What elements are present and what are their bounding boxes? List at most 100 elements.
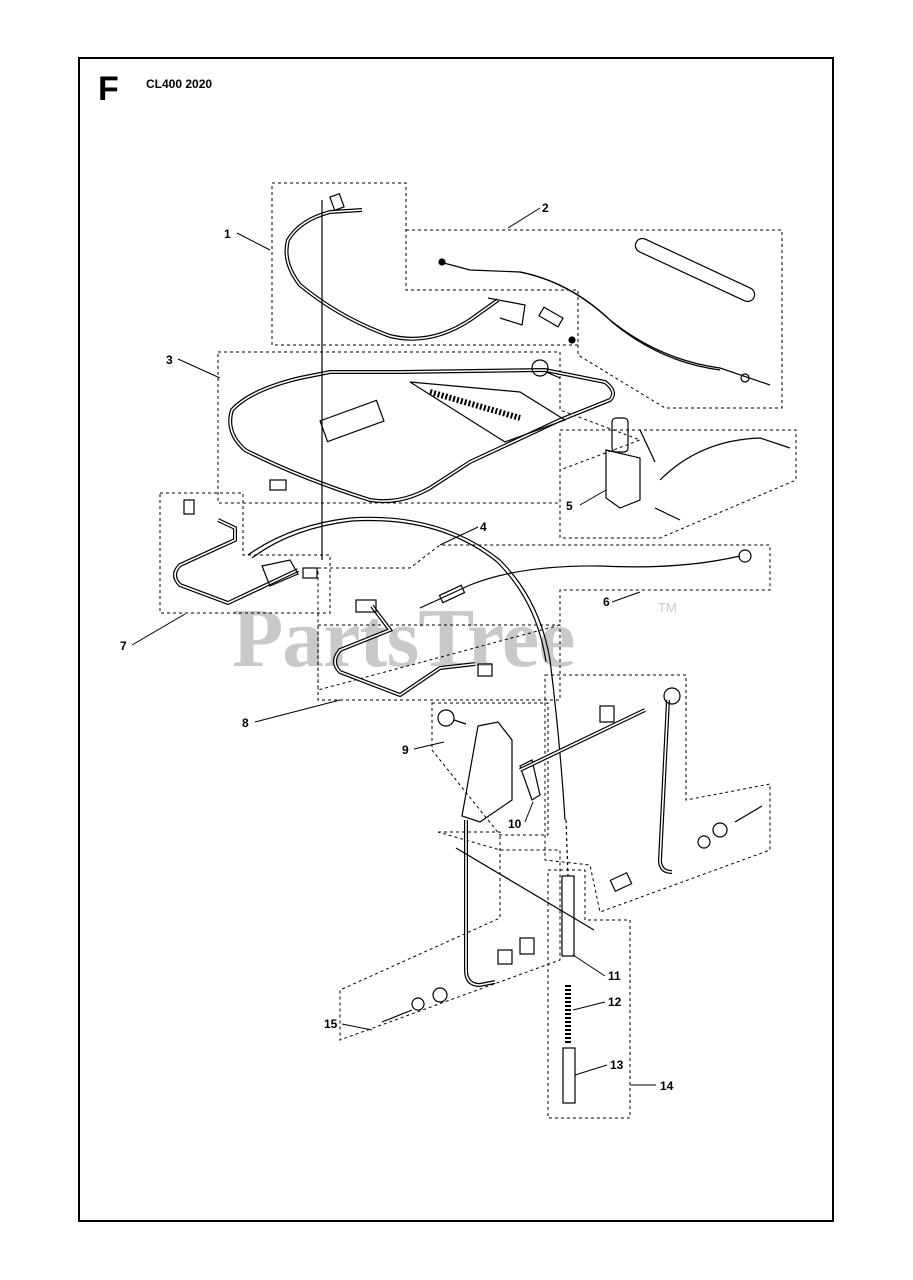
leader-11 (572, 954, 606, 977)
grip-cap-7 (183, 499, 195, 515)
callout-3: 3 (166, 353, 173, 367)
bail-handle-1-inner (285, 209, 499, 340)
leader-1 (236, 232, 271, 251)
group-box-4 (317, 544, 771, 691)
washer-15-1 (411, 997, 425, 1011)
knob-9 (437, 709, 455, 727)
callout-6: 6 (603, 595, 610, 609)
callout-12: 12 (608, 995, 622, 1009)
cable-2 (439, 261, 771, 386)
bail-handle-1 (284, 208, 500, 341)
screw-5 (654, 507, 681, 521)
cable-drop (565, 819, 569, 877)
bolt-right (734, 805, 763, 823)
callout-15: 15 (324, 1017, 338, 1031)
leader-4 (439, 526, 479, 546)
control-lever-5 (611, 417, 629, 453)
cable-5 (659, 437, 791, 481)
bail-handle-7-inner (174, 519, 299, 604)
group-box-8 (317, 624, 561, 701)
grip-cap-1 (329, 192, 345, 212)
group-box-right (544, 674, 771, 913)
lower-frame-crossbar-inner (519, 709, 646, 771)
leader-8 (254, 699, 341, 723)
spiral-sleeve (634, 237, 756, 303)
handle-frame-3-inner (229, 369, 614, 502)
leader-9 (413, 741, 445, 750)
washer-15-2 (432, 987, 448, 1003)
callout-14: 14 (660, 1079, 674, 1093)
spacer-right (609, 871, 633, 893)
cable-6 (419, 555, 741, 609)
leader-5 (579, 489, 607, 506)
group-box-3 (217, 351, 642, 504)
knob-3 (531, 359, 549, 377)
callout-numbers: 1 2 3 4 5 6 7 8 9 10 11 12 13 14 15 (120, 201, 674, 1093)
leader-10 (524, 801, 534, 823)
lower-frame-left-inner (465, 820, 496, 986)
handle-frame-tray (409, 381, 567, 443)
spring-4 (438, 584, 466, 604)
bail-handle-8 (333, 604, 476, 698)
group-box-1 (271, 182, 579, 346)
pin-1 (538, 306, 564, 328)
pin-7 (302, 567, 318, 579)
callout-13: 13 (610, 1058, 624, 1072)
callout-5: 5 (566, 499, 573, 513)
knob-10 (519, 759, 541, 801)
leader-12 (572, 1001, 606, 1011)
control-box-5 (605, 449, 641, 509)
group-box-5 (559, 429, 797, 539)
adjust-plate-9 (461, 721, 513, 823)
frame-eye (663, 687, 681, 705)
handle-crossbar (319, 399, 385, 443)
cable-loop-b (251, 519, 547, 663)
align-line-2 (455, 847, 595, 931)
callout-8: 8 (242, 716, 249, 730)
group-box-2 (405, 229, 783, 409)
spacer-15 (519, 937, 535, 955)
leader-6 (611, 591, 641, 603)
group-outlines (159, 182, 797, 1119)
cable-loop (247, 516, 566, 821)
leader-7 (131, 613, 186, 646)
callout-11: 11 (608, 969, 621, 983)
knob-9-stem (453, 719, 467, 725)
bushing-15 (497, 949, 513, 965)
lever-arm-5 (639, 429, 656, 463)
callout-7: 7 (120, 639, 127, 653)
cable-end-2 (740, 373, 750, 383)
knob-3-stem (545, 371, 561, 379)
group-box-frame-15 (339, 831, 561, 1041)
end-cap (269, 479, 287, 491)
bushing-right (599, 705, 615, 723)
screw-2 (438, 258, 446, 266)
leader-13 (574, 1064, 608, 1076)
group-box-9-10 (431, 702, 549, 836)
leader-3 (177, 358, 221, 379)
nut-1 (568, 336, 576, 344)
section-letter: F (98, 70, 119, 108)
rod-13 (562, 1047, 576, 1104)
leader-15 (341, 1023, 373, 1031)
lower-frame-left (464, 820, 496, 988)
callout-10: 10 (508, 817, 522, 831)
leader-lines (131, 207, 656, 1086)
callout-9: 9 (402, 743, 409, 757)
bracket-1 (487, 297, 526, 326)
cable-2-b (519, 271, 721, 371)
cable-6-end (738, 549, 752, 563)
diagram-frame (78, 57, 834, 1222)
leader-2 (507, 207, 541, 229)
bolt-15 (381, 1009, 413, 1023)
watermark-tm: TM (658, 600, 677, 615)
group-box-14 (547, 869, 631, 1119)
handle-frame-grip (429, 389, 521, 421)
bracket-7 (261, 559, 299, 587)
washer-right-1 (712, 822, 728, 838)
callout-2: 2 (542, 201, 549, 215)
grip-cap-8 (477, 663, 493, 677)
callout-4: 4 (480, 520, 487, 534)
lower-frame-right-inner (659, 699, 673, 873)
